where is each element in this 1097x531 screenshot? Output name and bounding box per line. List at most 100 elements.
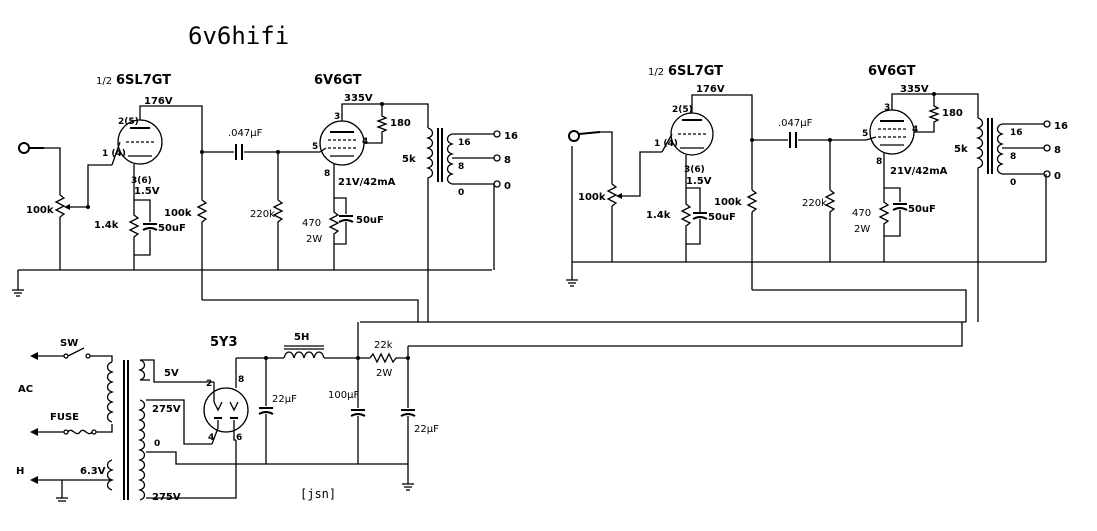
rect-pin-6: 6 [236, 433, 242, 443]
power-supply: SW AC FUSE H 6.3V 5V 275V [16, 322, 439, 503]
right-output-tube [869, 109, 915, 155]
right-tap-8-label: 8 [1054, 145, 1061, 156]
heater-label: H [16, 466, 24, 477]
right-output-voltage: 335V [900, 84, 929, 95]
left-cathode-resistor-label: 1.4k [94, 220, 119, 231]
right-screen-resistor-label: 180 [942, 108, 963, 119]
filter-cap-2-label: 100µF [328, 390, 359, 401]
filter-cap-3-label: 22µF [414, 424, 439, 435]
right-cathode-resistor-label: 1.4k [646, 210, 671, 221]
left-driver-prefix: 1/2 [96, 76, 112, 87]
secondary-hv [137, 399, 146, 501]
right-grid-resistor [824, 189, 836, 262]
bplus-wiring [360, 314, 967, 347]
right-primary-label: 5k [954, 144, 968, 155]
power-transformer-primary [106, 361, 115, 423]
left-input-pot [54, 194, 66, 218]
right-tap-8 [1043, 144, 1051, 152]
left-driver-grid-pin: 1 (4) [102, 149, 126, 159]
left-screen-resistor [364, 104, 388, 144]
switch-label: SW [60, 338, 78, 349]
right-screen-resistor [914, 94, 940, 133]
left-tap-8-label: 8 [504, 155, 511, 166]
right-driver-name: 6SL7GT [668, 64, 723, 79]
right-output-bias: 21V/42mA [890, 166, 948, 177]
left-winding-8: 8 [458, 162, 464, 172]
right-tap-16 [1043, 120, 1051, 128]
left-output-cathode-cap-label: 50uF [356, 215, 384, 226]
left-grid-resistor [272, 199, 284, 270]
left-channel: 100k 1/2 6SL7GT 176V 2(5) 1 (4) 3(6) 1.5… [12, 73, 518, 322]
right-driver-cathode-voltage: 1.5V [686, 176, 712, 187]
right-output-cathode-resistor [878, 188, 890, 236]
fuse-label: FUSE [50, 412, 79, 423]
rect-pin-8: 8 [238, 375, 244, 385]
left-plate-resistor-label: 100k [164, 208, 192, 219]
right-output-pin5: 5 [862, 129, 868, 139]
right-cathode-resistor [680, 188, 692, 244]
heater-voltage: 6.3V [80, 466, 106, 477]
dropping-resistor [369, 352, 408, 364]
right-driver-voltage: 176V [696, 84, 725, 95]
left-winding-0: 0 [458, 188, 464, 198]
left-driver-voltage: 176V [144, 96, 173, 107]
right-driver-prefix: 1/2 [648, 67, 664, 78]
left-screen-resistor-label: 180 [390, 118, 411, 129]
left-output-tube [319, 120, 365, 166]
center-tap-label: 0 [154, 439, 160, 449]
left-tap-0-label: 0 [504, 181, 511, 192]
fuse [67, 429, 93, 435]
rect-pin-2: 2 [206, 379, 212, 389]
right-winding-16: 16 [1010, 128, 1023, 138]
left-winding-16: 16 [458, 138, 471, 148]
right-output-transformer [975, 117, 984, 322]
left-driver-name: 6SL7GT [116, 73, 171, 88]
left-output-cathode-wattage: 2W [306, 234, 322, 245]
dropping-resistor-label: 22k [374, 340, 393, 351]
left-cathode-resistor [128, 200, 140, 255]
left-output-pin4: 4 [362, 137, 368, 147]
right-driver-grid-pin: 1 (4) [654, 139, 678, 149]
right-output-pin8: 8 [876, 157, 882, 167]
right-driver-plate-pin: 2(5) [672, 105, 693, 115]
right-input-pot-label: 100k [578, 192, 606, 203]
left-output-cathode-resistor-label: 470 [302, 218, 321, 229]
left-cathode-cap-label: 50uF [158, 223, 186, 234]
right-winding-0: 0 [1010, 178, 1016, 188]
left-output-cathode-resistor [328, 198, 340, 244]
left-coupling-cap-label: .047µF [228, 128, 263, 139]
right-cathode-cap-label: 50uF [708, 212, 736, 223]
left-output-pin5: 5 [312, 142, 318, 152]
right-input-pot [606, 183, 618, 207]
secondary-5v [137, 359, 146, 381]
right-output-pin4: 4 [912, 125, 918, 135]
left-driver-cathode-voltage: 1.5V [134, 186, 160, 197]
rectifier-tube [203, 387, 249, 433]
left-tap-8 [493, 154, 501, 162]
right-tap-0 [1043, 170, 1051, 178]
choke [283, 351, 325, 359]
left-input-pot-label: 100k [26, 205, 54, 216]
left-plate-resistor [196, 199, 208, 223]
right-coupling-cap-label: .047µF [778, 118, 813, 129]
left-grid-resistor-label: 220k [250, 209, 275, 220]
right-output-cathode-resistor-label: 470 [852, 208, 871, 219]
dropping-resistor-wattage: 2W [376, 368, 392, 379]
left-input-jack [18, 142, 30, 154]
signature: [jsn] [300, 487, 336, 501]
rect-pin-4: 4 [208, 433, 214, 443]
left-output-bias: 21V/42mA [338, 177, 396, 188]
left-tap-16-label: 16 [504, 131, 518, 142]
right-input-jack [568, 130, 580, 142]
right-driver-cathode-pin: 3(6) [684, 165, 705, 175]
left-tap-0 [493, 180, 501, 188]
rectifier-label: 5Y3 [210, 335, 238, 350]
choke-label: 5H [294, 332, 309, 343]
right-output-cathode-cap-label: 50uF [908, 204, 936, 215]
left-output-name: 6V6GT [314, 73, 362, 88]
filter-cap-1-label: 22µF [272, 394, 297, 405]
right-channel: 100k 1/2 6SL7GT 176V 2(5) 1 (4) 3(6) 1.5… [566, 64, 1068, 322]
left-output-pin3: 3 [334, 112, 340, 122]
left-output-voltage: 335V [344, 93, 373, 104]
